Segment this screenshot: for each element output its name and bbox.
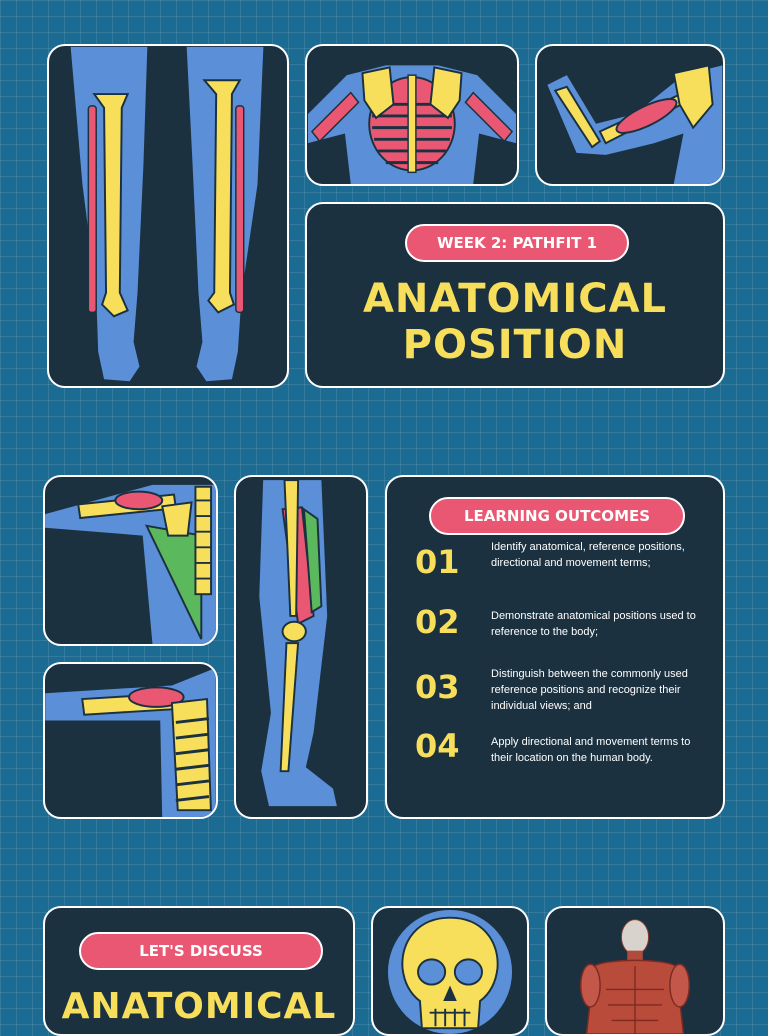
outcome-number: 01 bbox=[415, 543, 460, 581]
page-title-line1: ANATOMICAL bbox=[362, 276, 668, 322]
page-title-line2: POSITION bbox=[402, 322, 628, 368]
arm-muscle-illustration bbox=[547, 64, 723, 184]
illustration-shoulder-card bbox=[43, 475, 218, 646]
illustration-arm-card bbox=[535, 44, 725, 186]
illustration-shoulder-side-card bbox=[43, 662, 218, 819]
learning-outcomes-card: LEARNING OUTCOMES 01 Identify anatomical… bbox=[385, 475, 725, 819]
outcome-text: Demonstrate anatomical positions used to… bbox=[491, 610, 696, 638]
discuss-title: ANATOMICAL bbox=[61, 986, 337, 1027]
outcome-number: 04 bbox=[415, 727, 460, 765]
title-card: WEEK 2: PATHFIT 1 ANATOMICAL POSITION bbox=[305, 202, 725, 388]
learning-outcomes-badge: LEARNING OUTCOMES bbox=[429, 497, 685, 535]
muscle-body-illustration bbox=[579, 919, 691, 1034]
illustration-torso-card bbox=[305, 44, 519, 186]
illustration-leg-side-card bbox=[234, 475, 368, 819]
outcome-number: 03 bbox=[415, 668, 460, 706]
shoulder-side-illustration bbox=[45, 667, 216, 817]
outcome-text: Identify anatomical, reference positions… bbox=[491, 541, 685, 569]
illustration-muscle-body-card bbox=[545, 906, 725, 1036]
outcome-text: Apply directional and movement terms to … bbox=[491, 736, 691, 764]
legs-bones-illustration bbox=[70, 46, 264, 382]
leg-side-illustration bbox=[259, 479, 337, 807]
torso-ribcage-illustration bbox=[308, 65, 516, 184]
illustration-legs-card bbox=[47, 44, 289, 388]
outcome-number: 02 bbox=[415, 603, 460, 641]
week-badge: WEEK 2: PATHFIT 1 bbox=[405, 224, 629, 262]
outcome-text: Distinguish between the commonly used re… bbox=[491, 668, 688, 712]
shoulder-lats-illustration bbox=[45, 484, 216, 644]
discuss-card: LET'S DISCUSS ANATOMICAL bbox=[43, 906, 355, 1036]
illustration-skull-card bbox=[371, 906, 529, 1036]
skull-illustration bbox=[387, 909, 513, 1034]
discuss-badge: LET'S DISCUSS bbox=[79, 932, 323, 970]
